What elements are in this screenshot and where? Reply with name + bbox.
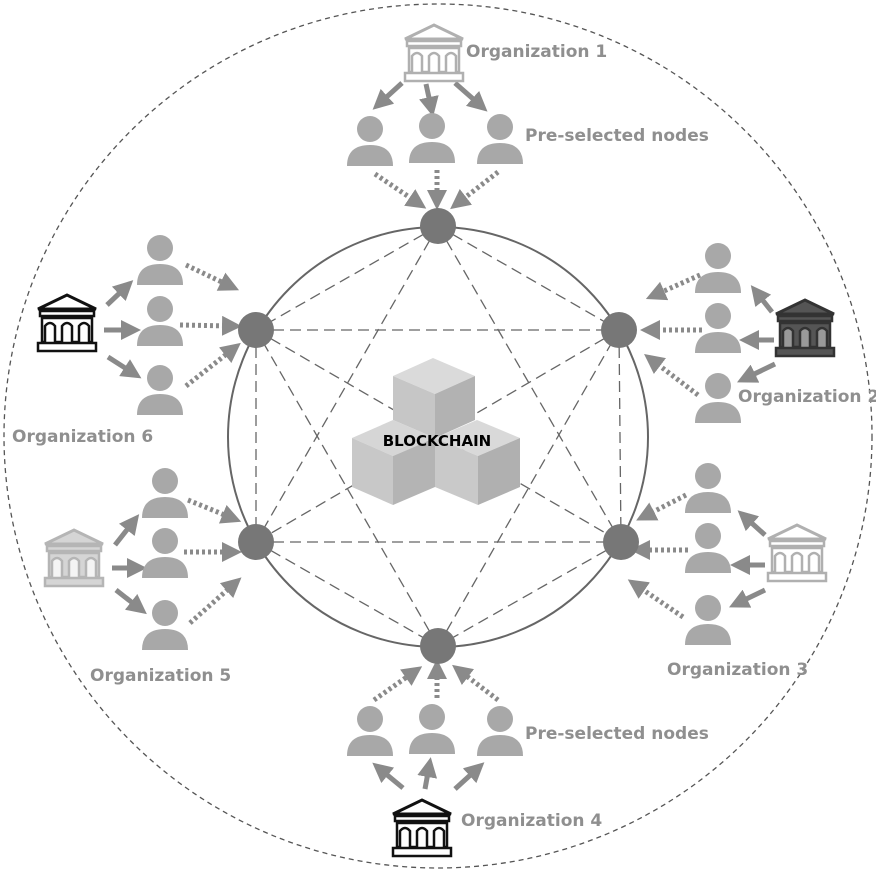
solid-arrow: [105, 280, 134, 307]
person-icon: [685, 523, 731, 573]
person-icon: [137, 365, 183, 415]
organizations: [36, 23, 836, 858]
dotted-arrow: [645, 272, 702, 301]
org-6-label: Organization 6: [12, 427, 153, 447]
person-icon: [695, 373, 741, 423]
bank-icon: [43, 528, 105, 588]
org-1-label: Organization 1: [466, 42, 607, 62]
bank-icon: [774, 298, 836, 358]
solid-arrow: [372, 762, 405, 790]
network-boundary: [3, 3, 873, 869]
org-4-label: Organization 4: [461, 811, 602, 831]
bank-icon: [766, 523, 828, 583]
solid-arrow: [106, 354, 142, 379]
org-3-label: Organization 3: [667, 660, 808, 680]
mesh-link: [437, 329, 620, 647]
solid-arrow: [750, 285, 774, 314]
person-icon: [347, 706, 393, 756]
solid-arrow: [453, 762, 485, 791]
mesh-link: [437, 541, 622, 647]
bank-icon: [36, 293, 98, 353]
person-icon: [409, 113, 455, 163]
network-node-icon: [601, 312, 637, 348]
org-1-nodes-label: Pre-selected nodes: [525, 126, 709, 146]
blockchain-cubes-icon: [352, 358, 520, 505]
person-icon: [142, 468, 188, 518]
person-icon: [142, 528, 188, 578]
org-4-nodes-label: Pre-selected nodes: [525, 724, 709, 744]
mesh-link: [255, 225, 439, 543]
network-node-icon: [603, 524, 639, 560]
dotted-arrow: [627, 579, 685, 620]
dotted-arrow: [636, 492, 688, 521]
solid-arrow: [419, 83, 439, 117]
dotted-arrow: [373, 171, 427, 209]
person-icon: [409, 704, 455, 754]
person-icon: [142, 600, 188, 650]
dotted-arrow: [184, 342, 241, 388]
org-arrows: [104, 81, 777, 791]
dotted-arrow: [452, 664, 500, 702]
network-nodes: [238, 208, 639, 664]
node-arrows: [179, 170, 702, 703]
dotted-arrow: [179, 315, 242, 336]
solid-arrow: [736, 361, 777, 383]
network-node-icon: [420, 208, 456, 244]
solid-arrow: [728, 587, 767, 608]
solid-arrow: [453, 81, 488, 112]
person-icon: [695, 303, 741, 353]
solid-arrow: [113, 514, 140, 547]
network-node-icon: [238, 524, 274, 560]
mesh-link: [255, 225, 439, 331]
blockchain-label: BLOCKCHAIN: [383, 432, 491, 450]
org-2-label: Organization 2: [738, 387, 876, 407]
person-icon: [137, 235, 183, 285]
mesh-link: [437, 225, 622, 543]
person-icon: [137, 296, 183, 346]
mesh-link: [255, 329, 439, 647]
dotted-arrow: [372, 666, 423, 703]
solid-arrow: [372, 81, 404, 110]
mesh-link: [618, 329, 622, 543]
pre-selected-nodes: [137, 113, 741, 756]
dotted-arrow: [187, 497, 242, 524]
dotted-arrow: [644, 353, 700, 397]
person-icon: [347, 116, 393, 166]
person-icon: [685, 595, 731, 645]
solid-arrow: [417, 757, 438, 790]
dotted-arrow: [188, 577, 242, 625]
mesh-link: [255, 541, 439, 647]
network-node-icon: [420, 628, 456, 664]
mesh-link: [437, 225, 620, 331]
network-node-icon: [238, 312, 274, 348]
bank-icon: [403, 23, 465, 83]
person-icon: [477, 706, 523, 756]
bank-icon: [391, 798, 453, 858]
dotted-arrow: [450, 170, 500, 210]
person-icon: [477, 114, 523, 164]
person-icon: [685, 463, 731, 513]
solid-arrow: [737, 510, 767, 537]
dotted-arrow: [184, 262, 240, 291]
person-icon: [695, 243, 741, 293]
org-5-label: Organization 5: [90, 666, 231, 686]
solid-arrow: [114, 588, 147, 615]
